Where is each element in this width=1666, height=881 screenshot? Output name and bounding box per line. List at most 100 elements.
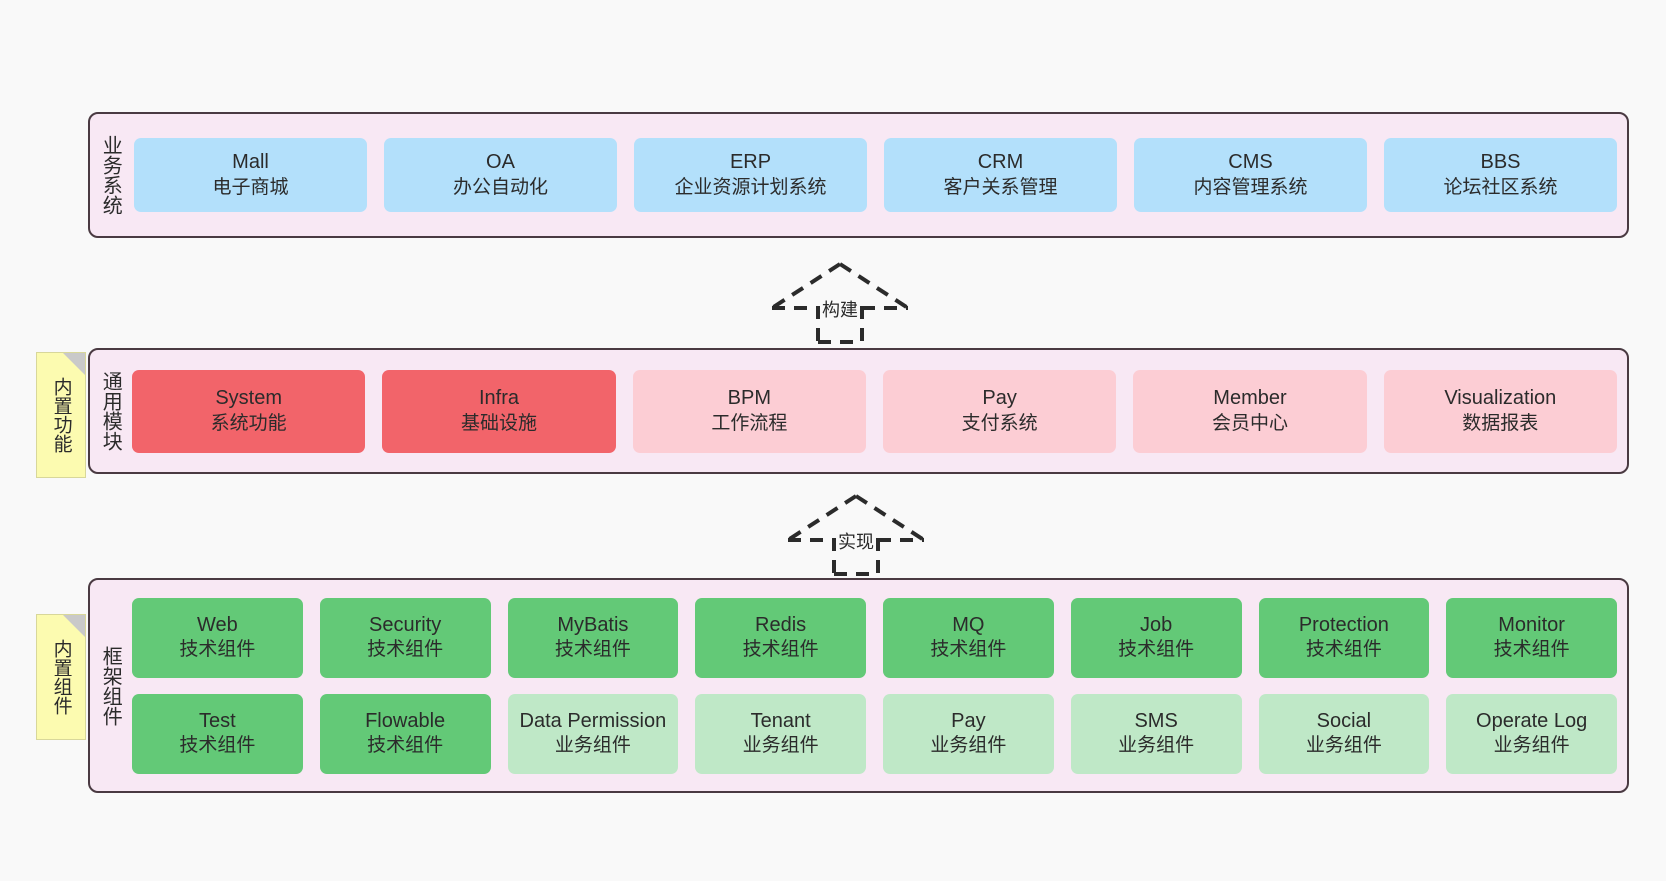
card-subtitle: 电子商城 <box>212 176 289 198</box>
card-bbs[interactable]: BBS 论坛社区系统 <box>1384 138 1617 212</box>
card-title: System <box>215 387 282 410</box>
card-protection[interactable]: Protection 技术组件 <box>1258 597 1430 678</box>
card-title: Pay <box>951 709 986 732</box>
layer-common-modules: 通用模块 System 系统功能 Infra 基础设施 BPM 工作流程 Pay… <box>88 348 1629 474</box>
card-subtitle: 技术组件 <box>1118 639 1195 661</box>
card-title: MQ <box>952 613 985 636</box>
card-subtitle: 会员中心 <box>1211 412 1288 434</box>
card-oa[interactable]: OA 办公自动化 <box>384 138 617 212</box>
note-label: 内置功能 <box>50 377 72 453</box>
card-row: Mall 电子商城 OA 办公自动化 ERP 企业资源计划系统 CRM 客户关系… <box>134 138 1617 212</box>
card-mybatis[interactable]: MyBatis 技术组件 <box>507 597 679 678</box>
card-cms[interactable]: CMS 内容管理系统 <box>1134 138 1367 212</box>
card-subtitle: 技术组件 <box>1305 639 1382 661</box>
card-subtitle: 技术组件 <box>179 639 256 661</box>
card-title: Infra <box>478 387 519 410</box>
card-subtitle: 企业资源计划系统 <box>674 176 827 198</box>
card-subtitle: 工作流程 <box>711 412 788 434</box>
card-subtitle: 客户关系管理 <box>943 176 1058 198</box>
layer-title-framework-components: 框架组件 <box>99 645 122 726</box>
card-title: Mall <box>232 151 269 174</box>
card-title: CMS <box>1228 151 1273 174</box>
card-security[interactable]: Security 技术组件 <box>319 597 491 678</box>
card-system[interactable]: System 系统功能 <box>132 369 366 453</box>
dashed-generalization-arrow-icon <box>786 494 926 576</box>
card-row: Test 技术组件 Flowable 技术组件 Data Permission … <box>132 693 1617 774</box>
card-title: Pay <box>982 387 1017 410</box>
layer-card-area: Mall 电子商城 OA 办公自动化 ERP 企业资源计划系统 CRM 客户关系… <box>130 114 1627 236</box>
dashed-generalization-arrow-icon <box>770 262 910 344</box>
note-builtin-features: 内置功能 <box>36 352 86 478</box>
card-sms[interactable]: SMS 业务组件 <box>1070 693 1242 774</box>
card-test[interactable]: Test 技术组件 <box>132 693 303 774</box>
card-row: System 系统功能 Infra 基础设施 BPM 工作流程 Pay 支付系统… <box>132 369 1617 453</box>
card-title: ERP <box>729 151 772 174</box>
card-title: Web <box>196 613 238 636</box>
card-bpm[interactable]: BPM 工作流程 <box>632 369 866 453</box>
card-infra[interactable]: Infra 基础设施 <box>382 369 616 453</box>
card-subtitle: 技术组件 <box>1493 639 1570 661</box>
card-pay[interactable]: Pay 支付系统 <box>882 369 1117 453</box>
card-title: Monitor <box>1498 613 1565 636</box>
card-title: Social <box>1316 709 1372 732</box>
card-title: Member <box>1213 387 1287 410</box>
card-tenant[interactable]: Tenant 业务组件 <box>695 693 866 774</box>
card-subtitle: 技术组件 <box>742 639 819 661</box>
card-web[interactable]: Web 技术组件 <box>132 597 303 678</box>
layer-framework-components: 框架组件 Web 技术组件 Security 技术组件 MyBatis 技术组件… <box>88 578 1629 793</box>
note-fold-corner-icon <box>63 353 85 375</box>
card-subtitle: 业务组件 <box>1118 735 1195 757</box>
arrow-build: 构建 <box>752 260 928 344</box>
card-title: BBS <box>1480 151 1521 174</box>
card-mall[interactable]: Mall 电子商城 <box>134 138 367 212</box>
card-subtitle: 业务组件 <box>742 735 819 757</box>
card-title: SMS <box>1134 709 1178 732</box>
layer-title-business-systems: 业务系统 <box>99 135 122 215</box>
note-builtin-components: 内置组件 <box>36 614 86 740</box>
card-subtitle: 业务组件 <box>1493 735 1570 757</box>
card-data-permission[interactable]: Data Permission 业务组件 <box>507 693 679 774</box>
card-subtitle: 论坛社区系统 <box>1443 176 1558 198</box>
card-subtitle: 系统功能 <box>210 412 287 434</box>
card-visualization[interactable]: Visualization 数据报表 <box>1383 369 1617 453</box>
card-flowable[interactable]: Flowable 技术组件 <box>319 693 491 774</box>
card-subtitle: 技术组件 <box>367 735 444 757</box>
card-subtitle: 技术组件 <box>367 639 444 661</box>
card-title: Protection <box>1298 613 1389 636</box>
arrow-realize: 实现 <box>768 492 944 576</box>
card-title: MyBatis <box>557 613 629 636</box>
card-title: Data Permission <box>519 709 667 732</box>
layer-business-systems: 业务系统 Mall 电子商城 OA 办公自动化 ERP 企业资源计划系统 CRM… <box>88 112 1629 238</box>
card-job[interactable]: Job 技术组件 <box>1070 597 1242 678</box>
card-title: OA <box>486 151 515 174</box>
layer-title-common-modules: 通用模块 <box>99 371 122 451</box>
card-subtitle: 技术组件 <box>179 735 256 757</box>
card-pay-business[interactable]: Pay 业务组件 <box>883 693 1054 774</box>
note-label: 内置组件 <box>50 639 72 715</box>
card-title: Flowable <box>365 709 446 732</box>
card-member[interactable]: Member 会员中心 <box>1133 369 1367 453</box>
card-subtitle: 基础设施 <box>460 412 537 434</box>
card-title: CRM <box>977 151 1024 174</box>
card-subtitle: 内容管理系统 <box>1193 176 1308 198</box>
card-title: Job <box>1140 613 1173 636</box>
card-row: Web 技术组件 Security 技术组件 MyBatis 技术组件 Redi… <box>132 597 1617 678</box>
card-title: Tenant <box>750 709 811 732</box>
card-monitor[interactable]: Monitor 技术组件 <box>1446 597 1617 678</box>
card-title: Test <box>199 709 236 732</box>
card-social[interactable]: Social 业务组件 <box>1258 693 1430 774</box>
card-subtitle: 技术组件 <box>554 639 631 661</box>
card-subtitle: 业务组件 <box>554 735 631 757</box>
layer-card-area: System 系统功能 Infra 基础设施 BPM 工作流程 Pay 支付系统… <box>130 350 1627 472</box>
card-mq[interactable]: MQ 技术组件 <box>883 597 1054 678</box>
card-title: Security <box>369 613 442 636</box>
card-subtitle: 办公自动化 <box>452 176 548 198</box>
card-title: Visualization <box>1444 387 1557 410</box>
card-title: Redis <box>755 613 807 636</box>
card-erp[interactable]: ERP 企业资源计划系统 <box>634 138 867 212</box>
card-redis[interactable]: Redis 技术组件 <box>695 597 866 678</box>
card-operate-log[interactable]: Operate Log 业务组件 <box>1446 693 1617 774</box>
card-subtitle: 业务组件 <box>930 735 1007 757</box>
card-subtitle: 技术组件 <box>930 639 1007 661</box>
card-crm[interactable]: CRM 客户关系管理 <box>884 138 1117 212</box>
